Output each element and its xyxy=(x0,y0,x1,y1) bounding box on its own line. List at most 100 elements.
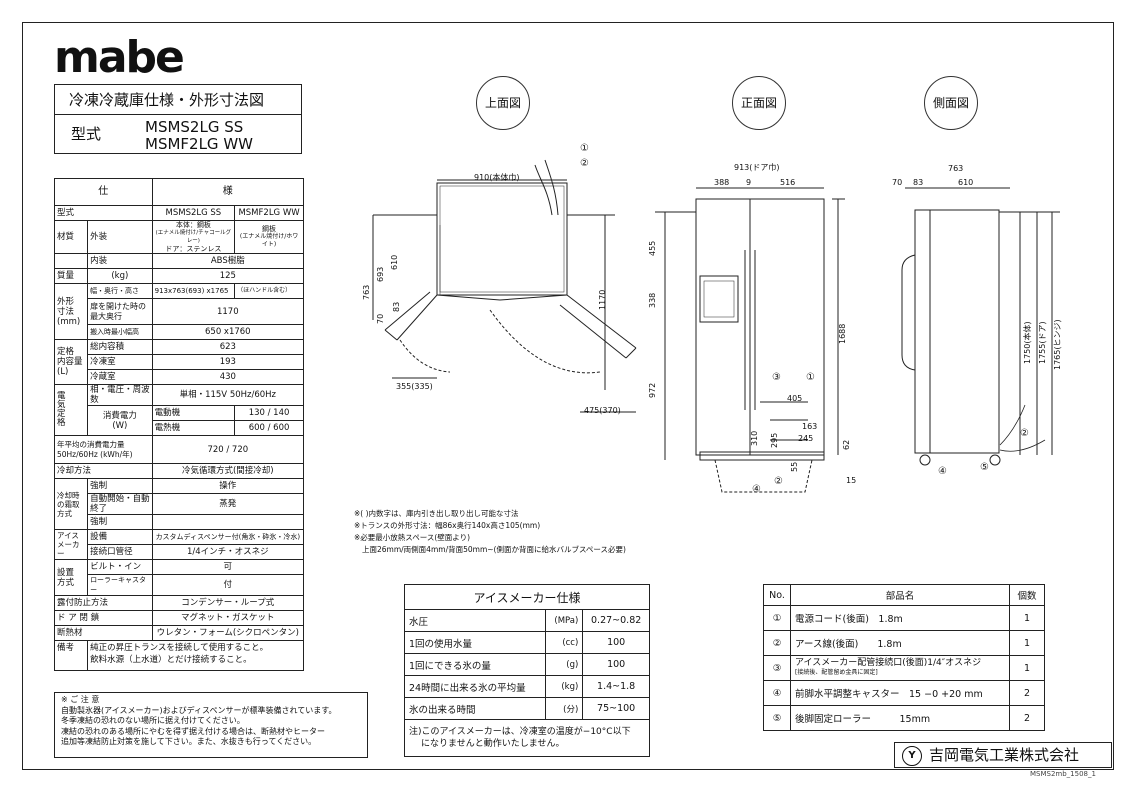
doc-title: 冷凍冷蔵庫仕様・外形寸法図 xyxy=(55,85,301,115)
ice-maker-spec-table: アイスメーカー仕様 水圧(MPa)0.27~0.82 1回の使用水量(cc)10… xyxy=(403,584,650,757)
caution-line: 冬季凍結の恐れのない場所に据え付けてください。 xyxy=(61,716,245,725)
ice-spec-title: アイスメーカー仕様 xyxy=(404,584,650,610)
dim-label: 70 xyxy=(376,313,385,324)
ice-row-unit: (kg) xyxy=(545,675,584,698)
part-no: ② xyxy=(763,630,791,656)
dim-label: 405 xyxy=(787,394,803,403)
dim-label: 610 xyxy=(958,178,974,187)
spec-cell: 備考 xyxy=(53,640,89,671)
dim-label: 1170 xyxy=(598,289,607,310)
dim-label: 70 xyxy=(892,178,903,187)
dim-label: 83 xyxy=(913,178,924,187)
dim-label: 55 xyxy=(790,461,799,472)
spec-cell: 純正の昇圧トランスを接続して使用すること。飲料水源（上水道）とだけ接続すること。 xyxy=(87,640,304,671)
company-box: Y 吉岡電気工業株式会社 xyxy=(894,742,1112,768)
ice-row-label: 水圧 xyxy=(403,609,547,632)
callout-4: ④ xyxy=(752,484,761,495)
front-view-title: 正面図 xyxy=(732,76,786,130)
part-qty: 2 xyxy=(1009,680,1045,706)
model-label: 型式 xyxy=(71,125,102,143)
ice-row-label: 1回の使用水量 xyxy=(403,631,547,654)
spec-cell: 1170 xyxy=(151,298,305,325)
spec-cell: アイスメーカー xyxy=(53,529,89,560)
model-1: MSMS2LG SS xyxy=(145,118,244,136)
part-name: アイスメーカー配管接続口(後面)1/4″オスネジ[接続後、配管留め金具に固定] xyxy=(790,655,1010,681)
ice-row-value: 0.27~0.82 xyxy=(582,609,650,632)
part-name: 前脚水平調整キャスター 15 −0 +20 mm xyxy=(790,680,1010,706)
dim-label: 355(335) xyxy=(396,382,433,391)
dim-label: 972 xyxy=(648,382,657,398)
ice-row-unit: (g) xyxy=(545,653,584,676)
ice-row-unit: (分) xyxy=(545,697,584,720)
dim-label: 9 xyxy=(746,178,752,187)
dim-label: 693 xyxy=(376,266,385,282)
ice-row-unit: (MPa) xyxy=(545,609,584,632)
callout-2: ② xyxy=(774,476,783,487)
part-no: ④ xyxy=(763,680,791,706)
part-no: ③ xyxy=(763,655,791,681)
ice-row-value: 75~100 xyxy=(582,697,650,720)
part-qty: 1 xyxy=(1009,630,1045,656)
dim-label: 83 xyxy=(392,301,401,312)
spec-cell: 鋼板(エナメル焼付け/ホワイト) xyxy=(234,220,304,254)
dim-label: 62 xyxy=(842,439,851,450)
caution-line: ※ ご 注 意 xyxy=(61,695,100,704)
top-view-drawing xyxy=(372,159,637,413)
dim-label: 310 xyxy=(750,430,759,446)
dim-label: 163 xyxy=(802,422,818,431)
parts-header: 個数 xyxy=(1009,584,1045,606)
callout-3: ③ xyxy=(772,372,781,383)
model-2: MSMF2LG WW xyxy=(145,135,253,153)
callout-2: ② xyxy=(1020,428,1029,439)
spec-cell: 720 / 720 xyxy=(151,435,305,464)
caution-line: 自動製氷器(アイスメーカー)およびディスペンサーが標準装備されています。 xyxy=(61,705,337,715)
side-view-title: 側面図 xyxy=(924,76,978,130)
spec-cell: 電気定格 xyxy=(53,384,89,436)
footnote: 上面26mm/両側面4mm/背面50mm~(側面か背面に給水バルブスペース必要) xyxy=(362,545,626,554)
part-no: ① xyxy=(763,605,791,631)
title-box: 冷凍冷蔵庫仕様・外形寸法図 型式 MSMS2LG SS MSMF2LG WW xyxy=(54,84,302,154)
side-view-drawing xyxy=(901,187,1060,466)
dim-label: 1750(本体) xyxy=(1023,321,1032,364)
footnote: ※( )内数字は、庫内引き出し取り出し可能な寸法 xyxy=(354,509,519,518)
spec-cell: 外形寸法(mm) xyxy=(53,283,89,340)
part-qty: 1 xyxy=(1009,605,1045,631)
parts-header: No. xyxy=(763,584,791,606)
ice-row-value: 1.4~1.8 xyxy=(582,675,650,698)
doc-id: MSMS2mb_1508_1 xyxy=(1030,770,1096,778)
callout-1: ① xyxy=(806,372,815,383)
dim-label: 763 xyxy=(362,284,371,300)
footnote: ※必要最小放熱スペース(壁面より) xyxy=(354,533,471,542)
caution-box: ※ ご 注 意 自動製氷器(アイスメーカー)およびディスペンサーが標準装備されて… xyxy=(54,692,368,758)
part-name: 電源コード(後面) 1.8m xyxy=(790,605,1010,631)
dim-label: 1765(ヒンジ) xyxy=(1053,319,1062,370)
dim-label: 910(本体巾) xyxy=(474,173,520,182)
callout-2: ② xyxy=(580,158,589,169)
caution-line: 凍結の恐れのある場所にやむを得ず据え付ける場合は、断熱材やヒーター xyxy=(61,726,325,736)
part-qty: 1 xyxy=(1009,655,1045,681)
dim-label: 516 xyxy=(780,178,796,187)
part-name: 後脚固定ローラー 15mm xyxy=(790,705,1010,731)
callout-5: ⑤ xyxy=(980,462,989,473)
dim-label: 15 xyxy=(846,476,857,485)
dim-label: 1688 xyxy=(838,323,847,344)
ice-spec-note: 注)このアイスメーカーは、冷凍室の温度が−10°C以下になりませんと動作いたしま… xyxy=(404,719,650,757)
ice-row-label: 1回にできる氷の量 xyxy=(403,653,547,676)
company-name: 吉岡電気工業株式会社 xyxy=(929,746,1080,764)
dim-label: 295 xyxy=(770,432,779,448)
drawing-frame xyxy=(22,22,1114,770)
ice-row-value: 100 xyxy=(582,631,650,654)
ice-row-label: 氷の出来る時間 xyxy=(403,697,547,720)
ice-row-unit: (cc) xyxy=(545,631,584,654)
spec-cell: 材質 xyxy=(53,220,89,254)
ice-row-label: 24時間に出来る氷の平均量 xyxy=(403,675,547,698)
spec-cell: 本体：鋼板(エナメル焼付け/チャコールグレー)ドア：ステンレス xyxy=(151,220,236,254)
parts-header: 部品名 xyxy=(790,584,1010,606)
mabe-logo: mabe xyxy=(54,32,185,83)
callout-4: ④ xyxy=(938,466,947,477)
dim-label: 475(370) xyxy=(584,406,621,415)
ice-row-value: 100 xyxy=(582,653,650,676)
dim-label: 763 xyxy=(948,164,964,173)
